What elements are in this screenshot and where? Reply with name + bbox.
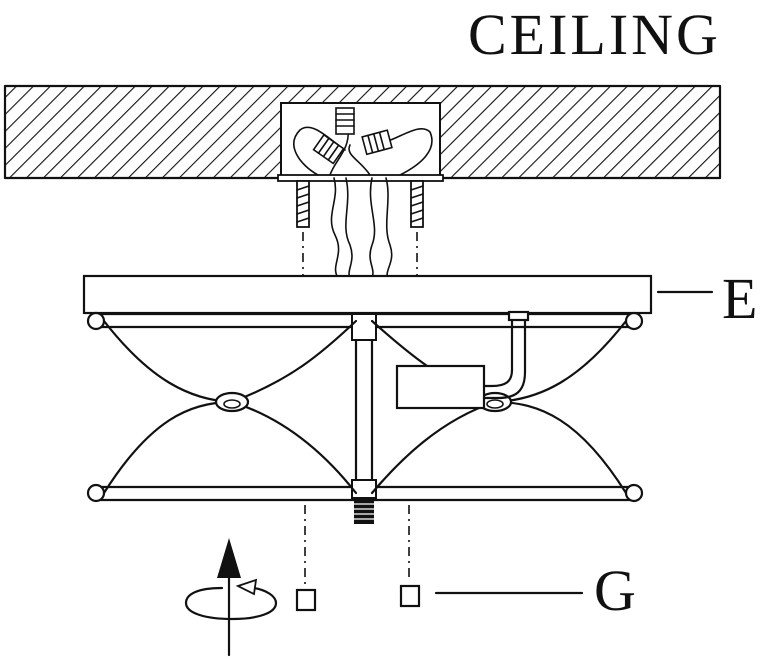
- wire-connector-3: [361, 129, 393, 156]
- canopy-label: E: [722, 266, 757, 331]
- finial-label: G: [594, 558, 636, 623]
- rotate-clockwise-arrow-icon: [184, 578, 278, 621]
- up-arrow-icon: [217, 538, 241, 657]
- socket-housing: [395, 310, 530, 410]
- cage-wires: [102, 319, 628, 495]
- mounting-screw-left: [296, 180, 310, 228]
- finial-left: [295, 588, 317, 612]
- mounting-bracket: [277, 174, 444, 182]
- wire-connector-2: [312, 133, 345, 165]
- mounting-screw-right: [410, 180, 424, 228]
- ceiling-title: CEILING: [468, 2, 721, 67]
- finial-right: [399, 584, 421, 608]
- canopy-plate: [82, 274, 653, 315]
- wire-connector-1: [335, 107, 355, 135]
- center-rod: [351, 313, 377, 499]
- supply-wires: [330, 177, 393, 279]
- junction-box: [280, 102, 441, 179]
- threaded-tip: [354, 500, 374, 524]
